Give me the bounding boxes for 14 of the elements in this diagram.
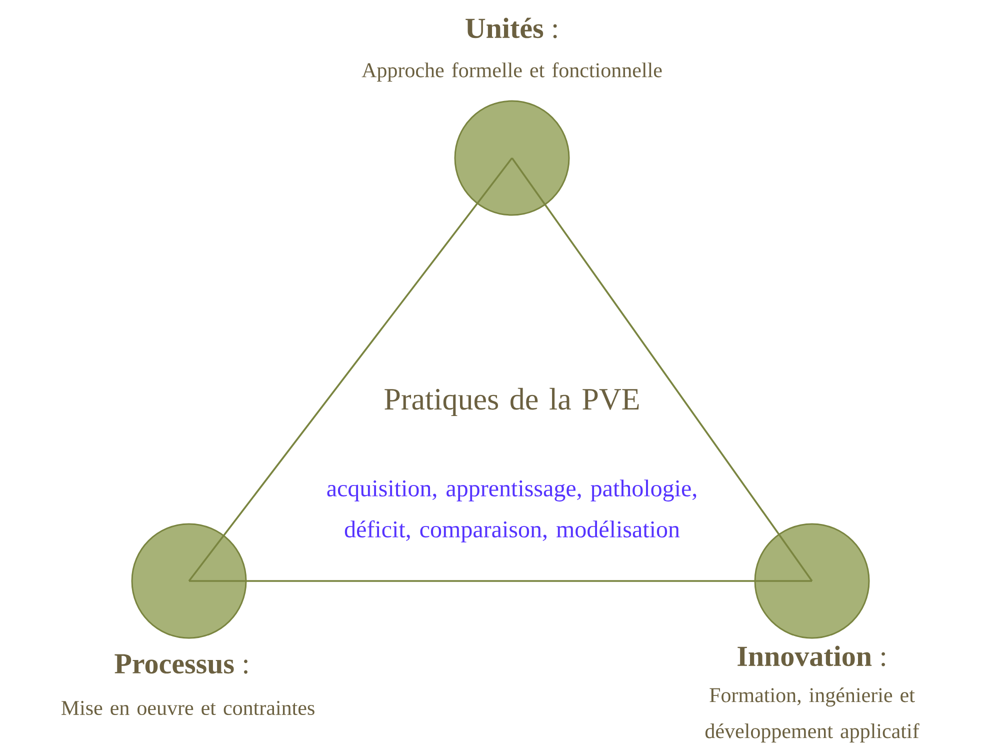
description: Mise en oeuvre et contraintes [62,700,314,716]
description: Formation, ingénierie et développement applicatif [705,687,920,743]
centre-title: Pratiques de la PVE [384,388,639,416]
triangle-side [188,157,513,582]
triangle-side [189,580,812,582]
practice-list: acquisition, apprentissage, pathologie, déficit, comparaison, modélisation [327,480,696,542]
description: Approche formelle et fonctionnelle [362,62,662,82]
heading: Unités : [466,18,557,38]
circle [754,523,870,639]
heading: Processus : [114,654,248,674]
triangle-side [511,157,813,582]
circle [454,100,570,216]
circle [131,523,247,639]
heading: Innovation : [738,646,885,666]
